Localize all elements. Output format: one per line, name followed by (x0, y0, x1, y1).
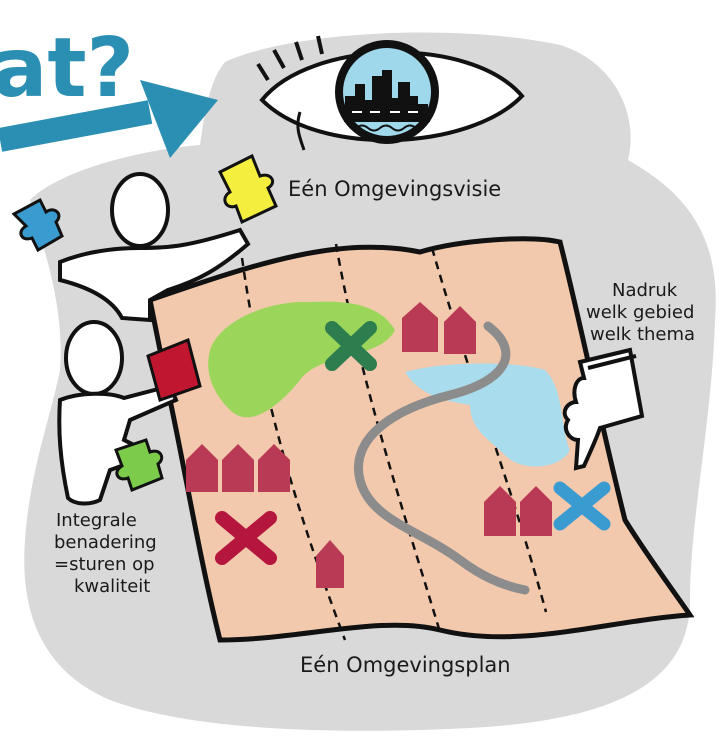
person-top (58, 172, 251, 323)
green-area (208, 301, 395, 418)
house-icon (520, 486, 552, 536)
heading-fragment: at? (0, 21, 134, 116)
city-skyline-icon (344, 70, 430, 132)
water-area (405, 363, 570, 467)
house-icon (484, 486, 516, 536)
house-icon (186, 444, 218, 492)
puzzle-piece-icon (114, 438, 164, 492)
cross-icon (553, 481, 611, 531)
houses (186, 302, 552, 588)
house-icon (222, 444, 254, 492)
visie-label: Eén Omgevingsvisie (288, 177, 501, 201)
person-left (57, 320, 179, 506)
pointing-hand-icon (562, 347, 645, 471)
house-icon (258, 444, 290, 492)
plan-label: Eén Omgevingsplan (300, 653, 511, 677)
puzzle-piece-icon (146, 337, 202, 402)
puzzle-piece-icon (217, 153, 278, 225)
puzzle-piece-icon (11, 197, 64, 253)
nadruk-label: Nadruk welk gebied welk thema (586, 280, 700, 345)
arrow-icon (0, 80, 218, 158)
house-icon (316, 540, 344, 588)
integrale-label: Integrale benadering =sturen op kwalitei… (54, 510, 162, 597)
house-icon (444, 306, 476, 354)
road-icon (354, 321, 530, 595)
house-icon (402, 302, 438, 352)
cross-icon (325, 321, 377, 371)
cross-icon (215, 511, 277, 565)
